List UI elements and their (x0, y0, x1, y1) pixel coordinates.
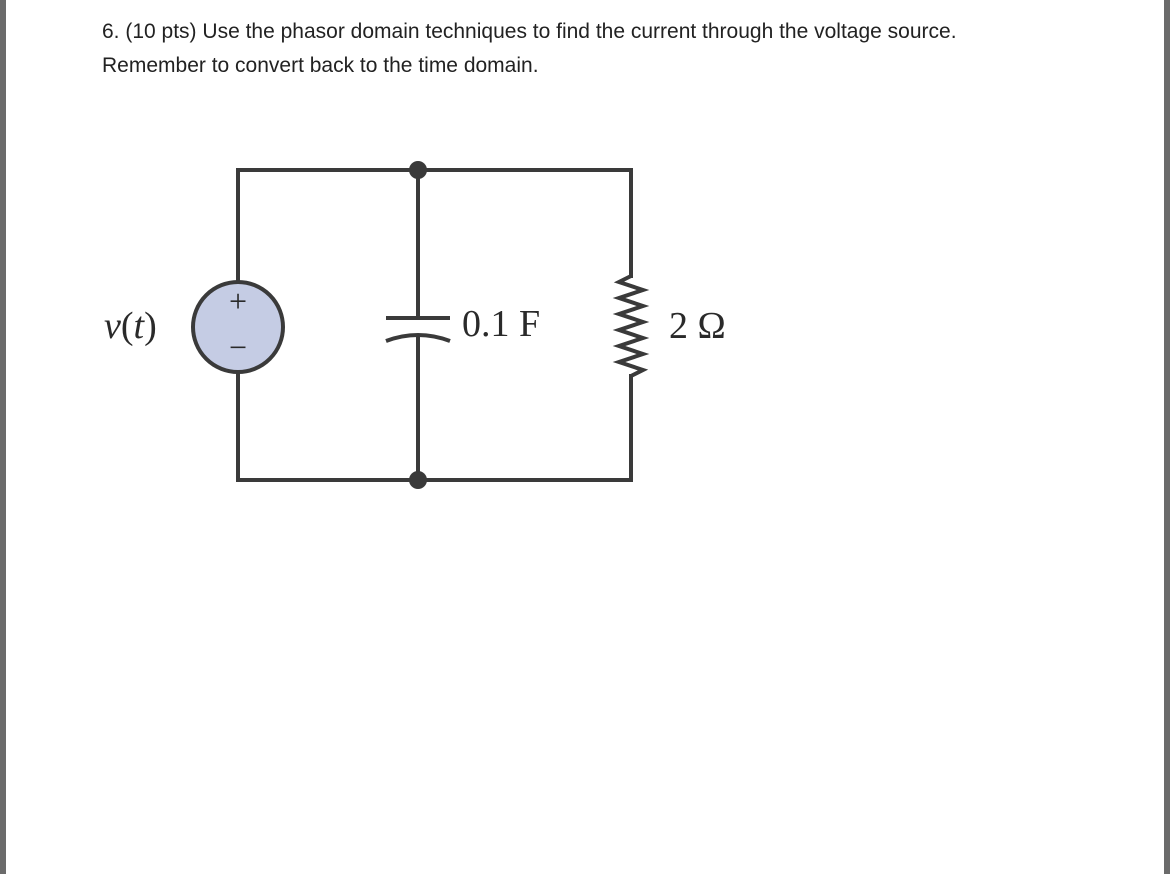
question-number: 6. (102, 20, 120, 43)
source-label-close: ) (144, 305, 157, 347)
question-body: Use the phasor domain techniques to find… (102, 20, 957, 77)
voltage-source-plus: + (229, 283, 247, 319)
voltage-source-circle (191, 280, 285, 374)
resistor-label: 2 Ω (669, 305, 726, 347)
resistor-zigzag (612, 274, 650, 378)
voltage-source-minus: − (229, 329, 247, 365)
capacitor-label: 0.1 F (462, 303, 540, 345)
capacitor-plate-bottom (385, 333, 451, 343)
page-border-right (1164, 0, 1170, 874)
circuit-wires (236, 168, 633, 482)
question-text: 6. (10 pts) Use the phasor domain techni… (102, 15, 1032, 83)
junction-dot-top (409, 161, 427, 179)
source-label-open: ( (121, 305, 134, 347)
voltage-source-label: v(t) (104, 305, 157, 347)
source-label-var: v (104, 305, 121, 347)
voltage-source: + − (191, 280, 285, 374)
question-points: (10 pts) (125, 20, 197, 43)
capacitor (385, 316, 451, 343)
junction-dot-bottom (409, 471, 427, 489)
source-label-arg: t (134, 305, 146, 347)
page-border-left (0, 0, 6, 874)
